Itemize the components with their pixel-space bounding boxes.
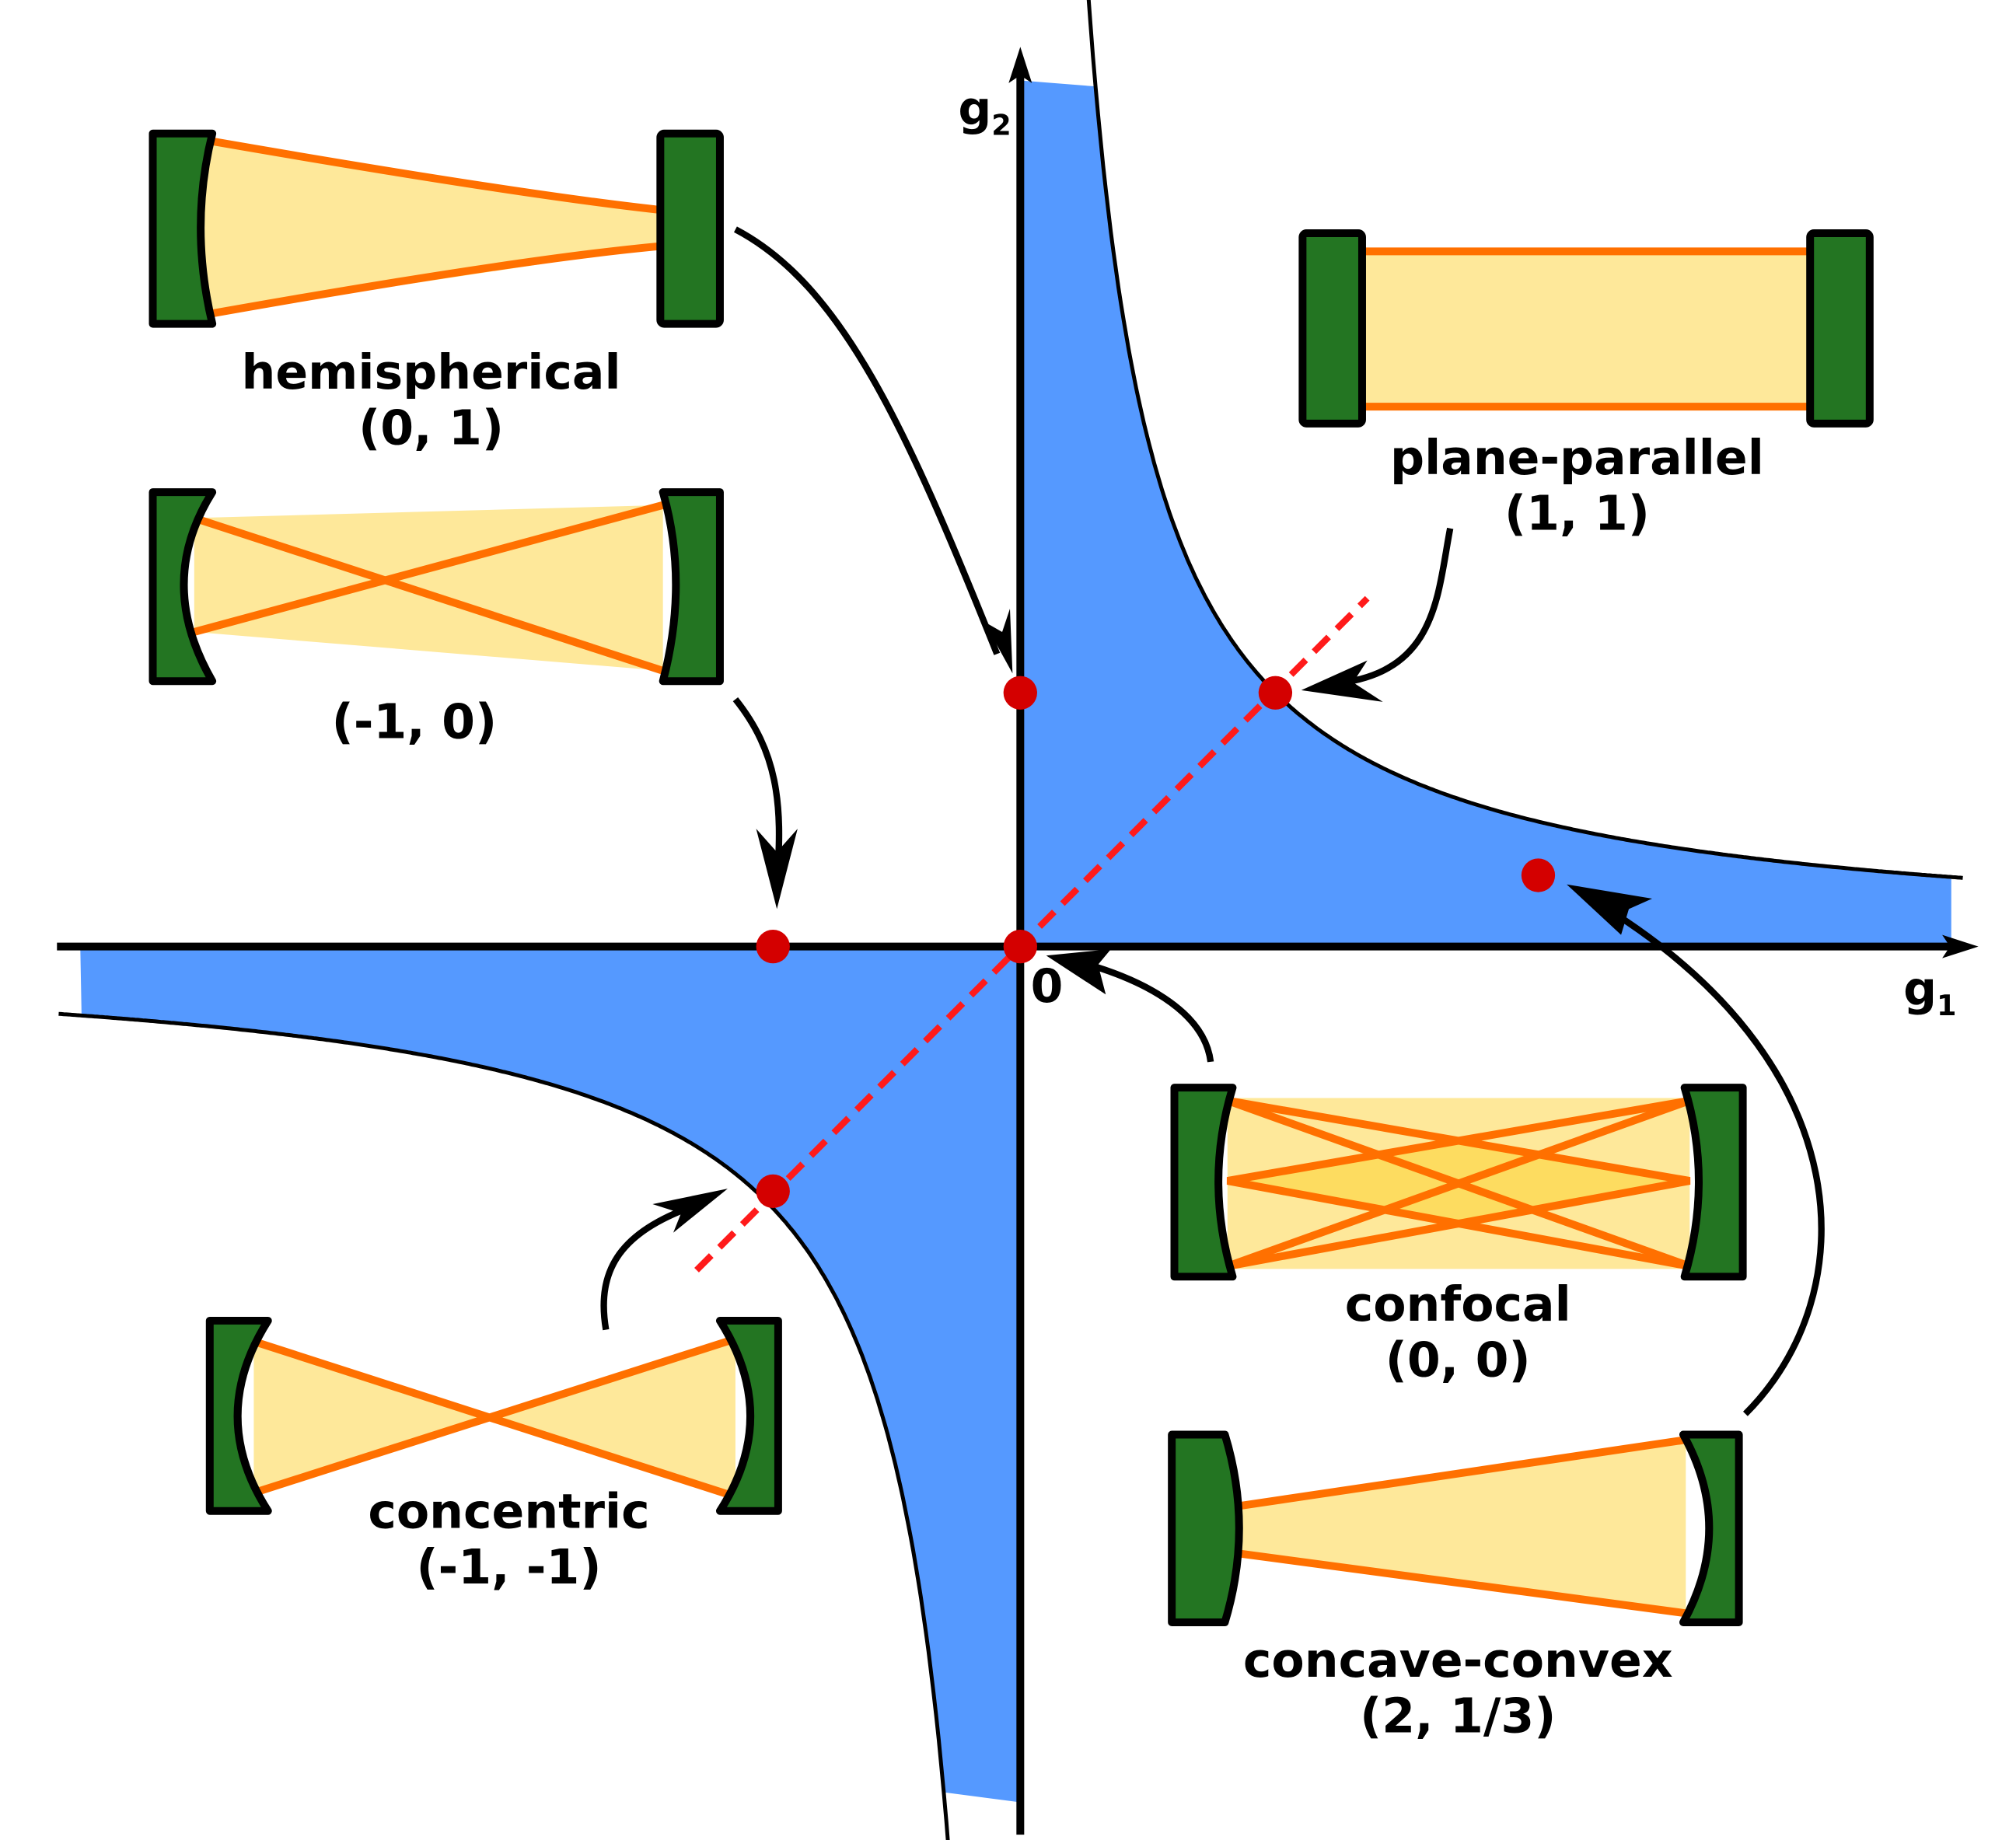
arrow-concentric <box>600 1189 728 1331</box>
point-hemispherical <box>1003 676 1037 710</box>
mirror-convex-left <box>1168 1430 1243 1626</box>
point-minus1-0 <box>756 929 790 964</box>
arrow-minus1-0 <box>732 697 798 910</box>
arrow-hemispherical <box>734 226 1013 674</box>
point-plane-parallel <box>1258 676 1293 710</box>
hyperbola-boundary-upper <box>1086 0 1963 880</box>
cavity-confocal: confocal (0, 0) <box>1170 1084 1747 1388</box>
cavity-concave-convex: concave-convex (2, 1/3) <box>1168 1430 1743 1744</box>
mirror-concave <box>148 129 217 328</box>
label-coords: (1, 1) <box>1504 485 1650 541</box>
cavity-concentric: concentric (-1, -1) <box>205 1316 782 1595</box>
mirror-concave-right <box>1680 1084 1747 1281</box>
label-name: hemispherical <box>242 344 621 400</box>
origin-label: 0 <box>1031 959 1064 1014</box>
g1-axis-arrowhead <box>1942 934 1979 958</box>
arrow-confocal <box>1046 948 1214 1063</box>
arrow-plane-parallel <box>1301 527 1454 702</box>
diagonal-g1-equals-g2 <box>694 595 1370 1273</box>
stable-region-lower <box>80 946 1021 1803</box>
label-coords: (0, 0) <box>1385 1332 1531 1388</box>
mirror-convex <box>148 488 217 686</box>
mirror-plane-right <box>1806 229 1874 428</box>
point-concave-convex <box>1521 858 1556 892</box>
label-coords: (0, 1) <box>358 400 504 456</box>
label-name: concentric <box>368 1483 649 1539</box>
mirror-concave-right <box>715 1316 782 1515</box>
label-coords: (2, 1/3) <box>1360 1688 1556 1744</box>
point-confocal <box>1003 929 1037 964</box>
g1-axis-label: g1 <box>1903 962 1956 1022</box>
mirror-concave-left <box>1170 1084 1237 1281</box>
mirror-plane <box>656 129 724 328</box>
mirror-concave-left <box>205 1316 272 1515</box>
cavity-minus1-0: (-1, 0) <box>148 488 724 750</box>
point-concentric <box>756 1174 790 1209</box>
arrow-concave-convex <box>1567 884 1825 1416</box>
g2-axis-label: g2 <box>958 82 1011 141</box>
mirror-concave-right <box>1679 1430 1743 1626</box>
label-name: confocal <box>1345 1276 1571 1332</box>
cavity-plane-parallel: plane-parallel (1, 1) <box>1298 229 1874 541</box>
mirror-plane-left <box>1298 229 1366 428</box>
stable-region-upper <box>1020 80 1951 947</box>
label-name: concave-convex <box>1243 1632 1673 1688</box>
mirror-concave <box>659 488 724 686</box>
label-coords: (-1, -1) <box>416 1539 601 1595</box>
hyperbola-boundary-lower <box>58 1011 950 1840</box>
label-coords: (-1, 0) <box>332 694 497 750</box>
cavity-hemispherical: hemispherical (0, 1) <box>148 129 724 456</box>
label-name: plane-parallel <box>1390 430 1764 486</box>
g2-axis-arrowhead <box>1008 47 1032 83</box>
